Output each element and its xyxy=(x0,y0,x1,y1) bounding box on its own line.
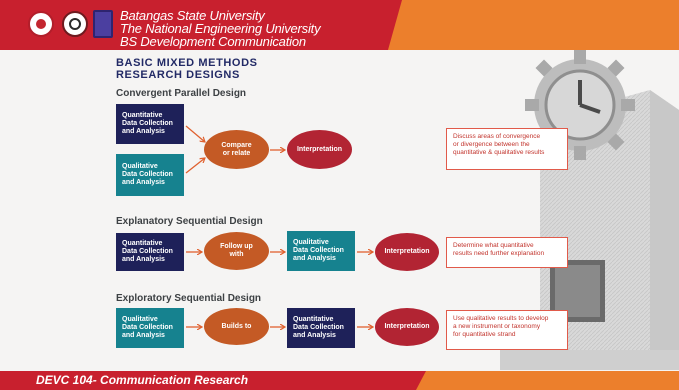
exploratory-quantitative-box: Quantitative Data Collection and Analysi… xyxy=(287,308,355,348)
footer-band xyxy=(0,371,679,390)
convergent-qualitative-box: Qualitative Data Collection and Analysis xyxy=(116,154,184,196)
explanatory-interpretation-ellipse: Interpretation xyxy=(375,233,439,271)
convergent-interpretation-ellipse: Interpretation xyxy=(287,130,352,169)
slide-title-line-2: RESEARCH DESIGNS xyxy=(116,69,240,81)
convergent-design-heading: Convergent Parallel Design xyxy=(116,88,247,99)
exploratory-builds-to-ellipse: Builds to xyxy=(204,308,269,345)
convergent-quantitative-box: Quantitative Data Collection and Analysi… xyxy=(116,104,184,144)
arrow-convergent-quant-to-compare xyxy=(185,125,205,142)
convergent-compare-ellipse: Compare or relate xyxy=(204,130,269,169)
program-logo xyxy=(93,10,113,38)
exploratory-design-heading: Exploratory Sequential Design xyxy=(116,293,262,304)
convergent-note-box: Discuss areas of convergence or divergen… xyxy=(446,128,568,170)
exploratory-interpretation-ellipse: Interpretation xyxy=(375,308,439,346)
slide-title-line-1: BASIC MIXED METHODS xyxy=(116,57,258,69)
university-seal-logo xyxy=(28,11,54,37)
explanatory-note-box: Determine what quantitative results need… xyxy=(446,237,568,268)
footer-course-title: DEVC 104- Communication Research xyxy=(36,373,249,387)
explanatory-quantitative-box: Quantitative Data Collection and Analysi… xyxy=(116,233,184,271)
explanatory-design-heading: Explanatory Sequential Design xyxy=(116,216,263,227)
header-university-name: Batangas State University xyxy=(120,8,265,23)
explanatory-qualitative-box: Qualitative Data Collection and Analysis xyxy=(287,231,355,271)
engineering-seal-logo xyxy=(62,11,88,37)
exploratory-note-box: Use qualitative results to develop a new… xyxy=(446,310,568,350)
header-university-tagline: The National Engineering University xyxy=(120,21,321,36)
arrow-convergent-qual-to-compare xyxy=(185,158,205,174)
header-program-name: BS Development Communication xyxy=(120,34,306,49)
exploratory-qualitative-box: Qualitative Data Collection and Analysis xyxy=(116,308,184,348)
explanatory-follow-up-ellipse: Follow up with xyxy=(204,232,269,270)
